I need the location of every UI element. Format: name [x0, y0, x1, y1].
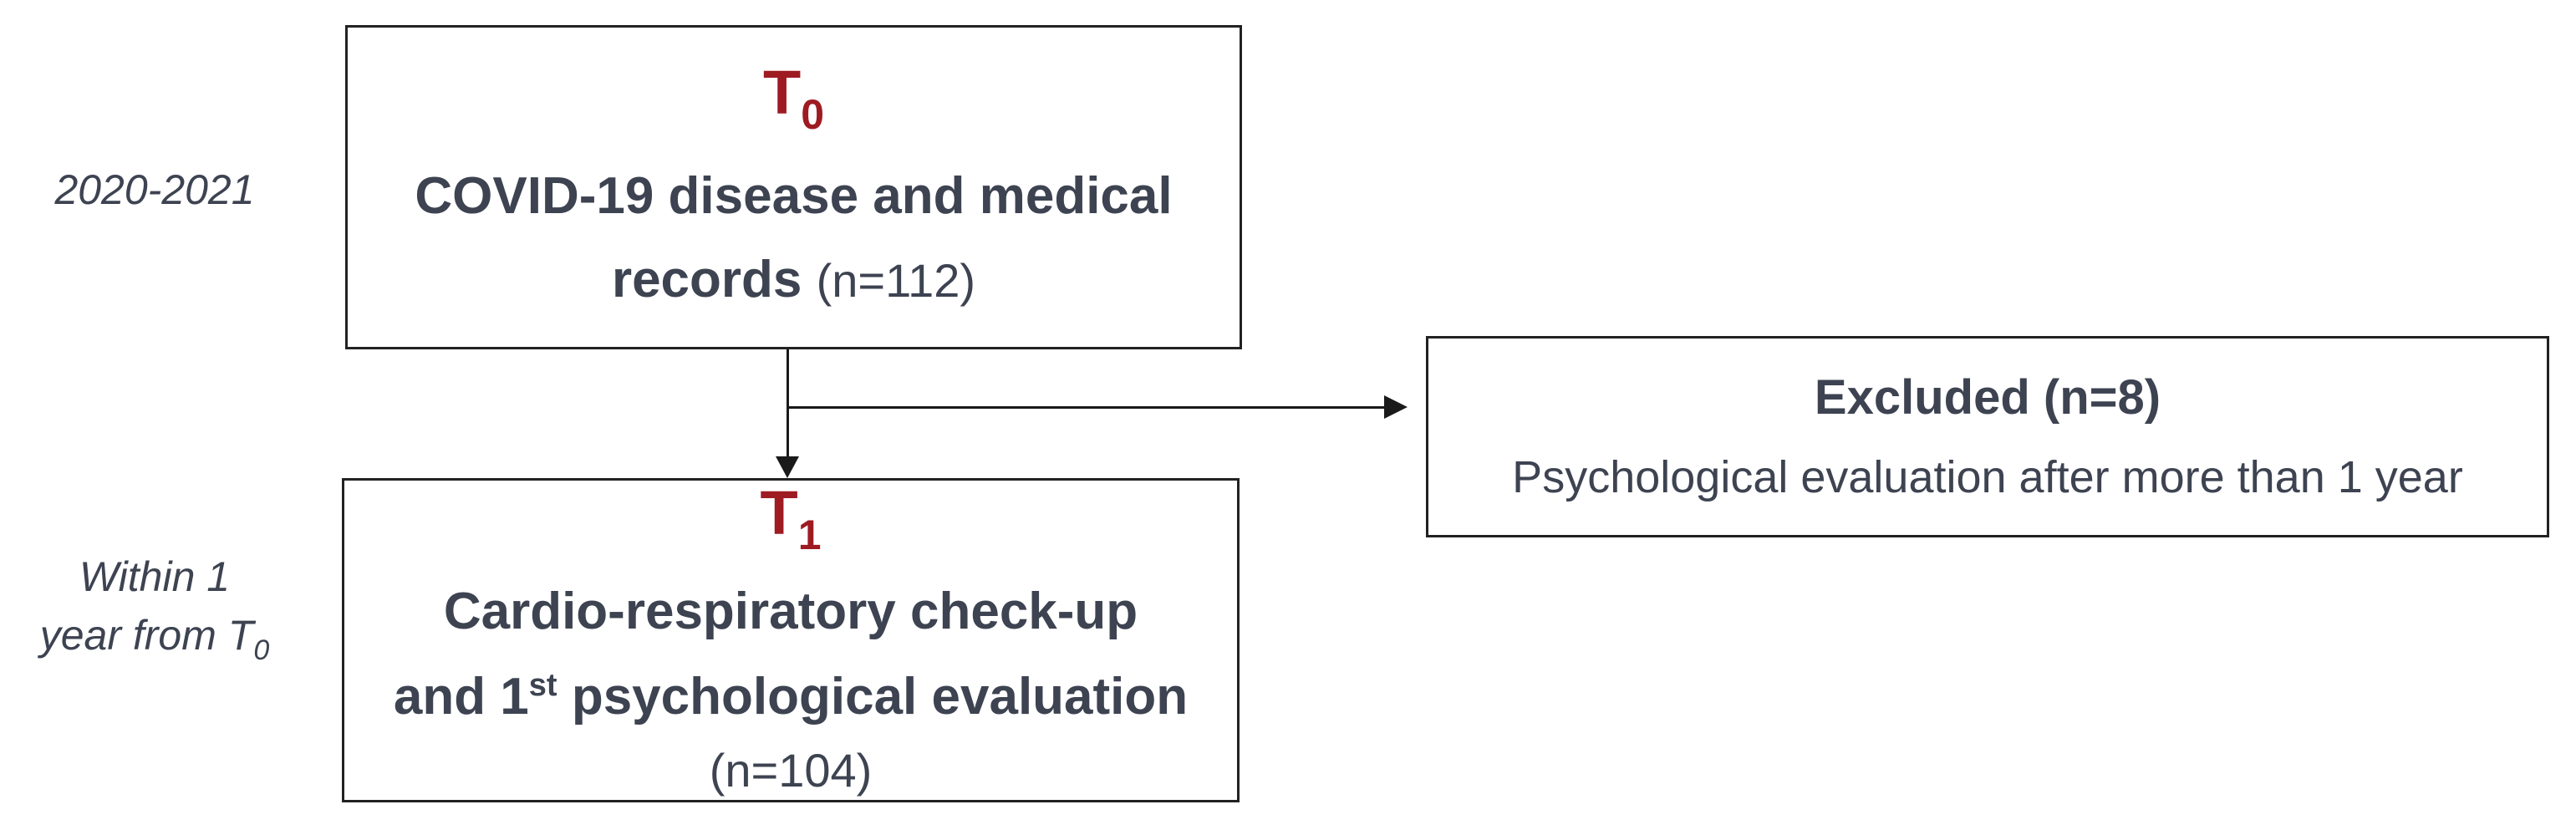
- t1-marker: T1: [760, 473, 821, 575]
- t0-box-title-line1-text: COVID-19 disease and medical: [415, 166, 1173, 225]
- arrow-right-icon: [1384, 395, 1408, 419]
- t0-marker-letter: T: [762, 57, 802, 127]
- timeline-label-within-line1-text: Within 1: [79, 553, 231, 600]
- timeline-label-within-1-year: Within 1 year from T0: [17, 547, 293, 680]
- t1-box-title-line2-pre: and 1: [393, 668, 529, 726]
- timeline-label-within-line2-text: year from T: [39, 612, 254, 659]
- timeline-label-within-line2: year from T0: [17, 606, 293, 680]
- t1-box-title-line2-ordinal: st: [528, 668, 557, 703]
- t1-box-title-line2-post: psychological evaluation: [571, 668, 1189, 726]
- t1-box-count-text: (n=104): [709, 744, 873, 797]
- arrow-down-icon: [776, 456, 799, 478]
- excluded-box-title-text: Excluded (n=8): [1814, 369, 2161, 425]
- timeline-label-2020-2021: 2020-2021: [29, 160, 280, 219]
- t1-marker-letter: T: [760, 478, 798, 547]
- t1-box: T1 Cardio-respiratory check-up and 1st p…: [342, 478, 1240, 802]
- t0-box-title-line2-bold: records: [611, 250, 802, 308]
- timeline-label-2020-2021-text: 2020-2021: [54, 166, 255, 213]
- t0-box-title-line1: COVID-19 disease and medical: [415, 155, 1172, 238]
- t0-box-title-line2: records (n=112): [612, 238, 975, 323]
- t0-box: T0 COVID-19 disease and medical records …: [345, 25, 1242, 349]
- connector-vertical-line: [787, 349, 789, 458]
- excluded-box-description-text: Psychological evaluation after more than…: [1512, 451, 2463, 502]
- excluded-box-title: Excluded (n=8): [1815, 358, 2161, 438]
- t1-box-count: (n=104): [710, 734, 873, 807]
- connector-horizontal-line: [787, 406, 1385, 409]
- t0-marker: T0: [763, 53, 824, 155]
- timeline-label-within-line1: Within 1: [17, 547, 293, 606]
- t1-box-title-line2: and 1st psychological evaluation: [394, 649, 1188, 734]
- timeline-label-within-line2-subscript: 0: [253, 634, 270, 666]
- t0-box-count: (n=112): [816, 253, 976, 307]
- excluded-box: Excluded (n=8) Psychological evaluation …: [1426, 336, 2549, 537]
- t1-box-title-line1-text: Cardio-respiratory check-up: [443, 583, 1138, 640]
- excluded-box-description: Psychological evaluation after more than…: [1512, 438, 2463, 517]
- t1-box-title-line1: Cardio-respiratory check-up: [444, 575, 1138, 649]
- t1-marker-subscript: 1: [797, 512, 822, 558]
- t0-marker-subscript: 0: [801, 90, 824, 138]
